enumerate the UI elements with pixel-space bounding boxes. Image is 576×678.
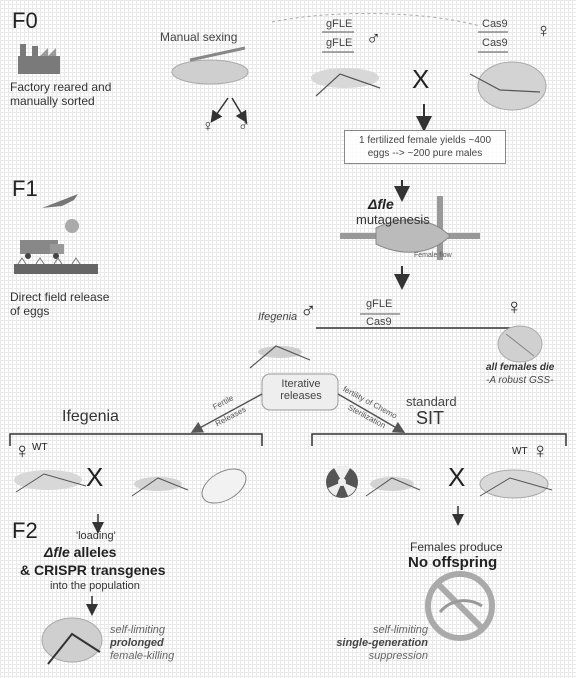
sterile-male-mosquito (366, 477, 420, 496)
factory-note: Factory reared and manually sorted (10, 80, 120, 108)
ifegenia-wt-label: WT (32, 442, 48, 453)
mutagenesis-word: mutagenesis (356, 212, 430, 227)
release-note: Direct field release of eggs (10, 290, 110, 318)
outcome-right-line2: single-generation (334, 637, 428, 650)
alleles-line: Δfle alleles (44, 544, 116, 560)
male-symbol: ♂ (366, 28, 381, 51)
ifegenia-male-mosquito (250, 346, 310, 368)
female-symbol: ♀ (536, 20, 551, 43)
population-mosquito-illustration (42, 618, 102, 664)
ifegenia-title: Ifegenia (62, 408, 119, 426)
cas9-label-bottom: Cas9 (482, 37, 508, 49)
ifegenia-male-mosquito-f2 (132, 477, 188, 496)
sit-wt-female-symbol: ♀ (532, 438, 549, 464)
manual-sexing-label: Manual sexing (160, 30, 237, 44)
crispr-line: & CRISPR transgenes (20, 562, 165, 578)
iterative-line2: releases (276, 390, 326, 402)
dna-mutagenesis-illustration (340, 196, 480, 260)
outcome-right-line1: self-limiting (334, 624, 428, 637)
ifegenia-small-label: Ifegenia (258, 311, 297, 323)
robust-gss: -A robust GSS- (486, 375, 553, 386)
ifegenia-wt-female-symbol: ♀ (14, 438, 31, 464)
sit-wt-label: WT (512, 446, 528, 457)
ifegenia-male-symbol: ♂ (300, 298, 317, 324)
f1-female-symbol: ♀ (506, 294, 523, 320)
alleles-word: alleles (74, 544, 117, 560)
sexing-connector (272, 13, 480, 26)
male-symbol-sorted: ♂ (238, 118, 250, 136)
outcome-left: self-limiting prolonged female-killing (110, 624, 174, 663)
generation-label-f0: F0 (12, 8, 38, 34)
gfle-label-bottom: gFLE (326, 37, 352, 49)
loading-label: 'loading' (76, 530, 116, 542)
wt-female-mosquito-right (480, 470, 552, 498)
truck-icon (20, 240, 64, 259)
outcome-left-line1: self-limiting (110, 624, 174, 637)
cross-symbol-ifegenia: X (86, 462, 103, 493)
mutagenesis-gene: Δfle (368, 196, 394, 212)
yield-box: 1 fertilized female yields ~400 eggs -->… (344, 130, 506, 164)
sit-title-top: standard (406, 394, 457, 409)
into-population: into the population (50, 580, 140, 592)
female-symbol-sorted: ♀ (202, 118, 214, 136)
all-females-die: all females die (486, 362, 554, 373)
iterative-label: Iterative releases (276, 378, 326, 402)
iterative-line1: Iterative (276, 378, 326, 390)
outcome-left-line3: female-killing (110, 650, 174, 663)
outcome-right-line3: suppression (334, 650, 428, 663)
ifegenia-bracket (10, 434, 262, 446)
drone-icon (65, 219, 79, 233)
generation-label-f1: F1 (12, 176, 38, 202)
field-icon (14, 258, 98, 274)
wt-female-mosquito-left (14, 470, 86, 492)
cross-symbol-sit: X (448, 462, 465, 493)
female-flow-label: Female flow (414, 252, 452, 259)
sit-bracket (312, 434, 566, 446)
f1-cas9-label: Cas9 (366, 316, 392, 328)
females-produce: Females produce (410, 540, 503, 554)
outcome-left-line2: prolonged (110, 637, 174, 650)
f1-gfle-label: gFLE (366, 298, 392, 310)
no-offspring: No offspring (408, 554, 497, 571)
factory-icon (18, 44, 60, 74)
manual-sexing-illustration (172, 48, 248, 118)
dead-female-mosquito (498, 326, 542, 362)
gfle-label-top: gFLE (326, 18, 352, 30)
outcome-right: self-limiting single-generation suppress… (334, 624, 428, 663)
alleles-gene: Δfle (44, 544, 70, 560)
generation-label-f2: F2 (12, 518, 38, 544)
cross-symbol-f0: X (412, 64, 429, 95)
egg-icon (196, 462, 252, 510)
cas9-label-top: Cas9 (482, 18, 508, 30)
no-offspring-icon (428, 574, 492, 638)
sit-title: SIT (416, 408, 444, 429)
radiation-icon (326, 466, 358, 498)
plane-icon (42, 194, 78, 208)
